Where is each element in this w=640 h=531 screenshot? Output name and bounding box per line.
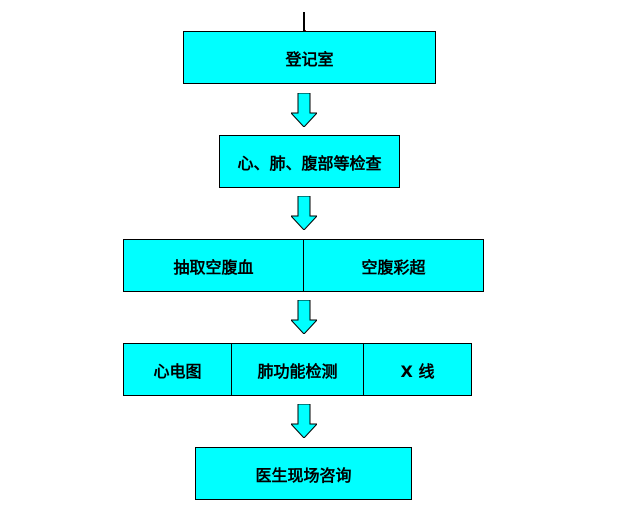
- step-lung-function: 肺功能检测: [232, 344, 364, 395]
- step-diagnostics: 心电图 肺功能检测 X 线: [123, 343, 472, 396]
- connector-line: [303, 12, 305, 34]
- step-blood-draw-label: 抽取空腹血: [173, 257, 254, 277]
- step-registration: 登记室: [183, 31, 436, 84]
- step-ecg: 心电图: [124, 344, 232, 395]
- step-physical-exam-label: 心、肺、腹部等检查: [237, 153, 382, 173]
- step-ecg-label: 心电图: [153, 361, 202, 381]
- down-arrow-icon: [291, 404, 317, 438]
- step-registration-label: 登记室: [285, 49, 334, 69]
- step-ultrasound-label: 空腹彩超: [361, 257, 426, 277]
- step-xray-label: X 线: [400, 361, 435, 381]
- step-xray: X 线: [364, 344, 471, 395]
- step-physical-exam: 心、肺、腹部等检查: [219, 135, 400, 188]
- step-lung-function-label: 肺功能检测: [257, 361, 338, 381]
- down-arrow-icon: [291, 93, 317, 127]
- step-consultation-label: 医生现场咨询: [255, 465, 352, 485]
- step-ultrasound: 空腹彩超: [304, 240, 483, 291]
- step-consultation: 医生现场咨询: [195, 447, 412, 500]
- step-blood-ultrasound: 抽取空腹血 空腹彩超: [123, 239, 484, 292]
- step-blood-draw: 抽取空腹血: [124, 240, 304, 291]
- down-arrow-icon: [291, 300, 317, 334]
- down-arrow-icon: [291, 196, 317, 230]
